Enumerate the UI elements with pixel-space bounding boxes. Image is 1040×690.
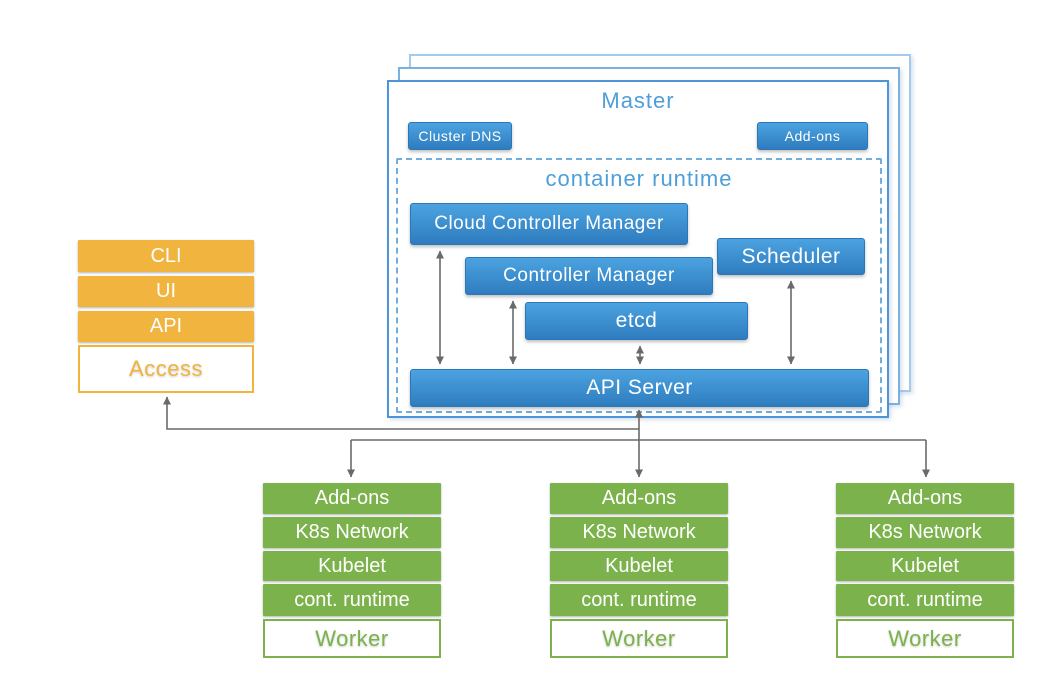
access-stack-item-ui: UI [78,276,254,307]
worker3-label-box: Worker [836,619,1014,658]
worker3-item-k8s-network: K8s Network [836,517,1014,548]
worker3-item-kubelet: Kubelet [836,551,1014,581]
master-addons-box: Add-ons [757,122,868,150]
worker1-item-addons: Add-ons [263,483,441,514]
etcd-box: etcd [525,302,748,340]
worker3-item-addons: Add-ons [836,483,1014,514]
controller-manager-box: Controller Manager [465,257,713,295]
access-stack-item-cli: CLI [78,240,254,272]
worker2-item-cont-runtime: cont. runtime [550,584,728,616]
master-title: Master [601,88,675,113]
worker3-item-cont-runtime: cont. runtime [836,584,1014,616]
cloud-controller-manager-box: Cloud Controller Manager [410,203,688,245]
worker2-item-addons: Add-ons [550,483,728,514]
cluster-dns-box: Cluster DNS [408,122,512,150]
worker1-item-k8s-network: K8s Network [263,517,441,548]
worker2-label-box: Worker [550,619,728,658]
worker1-item-kubelet: Kubelet [263,551,441,581]
api-server-box: API Server [410,369,869,407]
worker2-item-kubelet: Kubelet [550,551,728,581]
scheduler-box: Scheduler [717,238,865,275]
access-label-box: Access [78,345,254,393]
access-stack-item-api: API [78,311,254,342]
worker2-item-k8s-network: K8s Network [550,517,728,548]
worker1-item-cont-runtime: cont. runtime [263,584,441,616]
worker1-label-box: Worker [263,619,441,658]
container-runtime-title: container runtime [545,166,733,191]
